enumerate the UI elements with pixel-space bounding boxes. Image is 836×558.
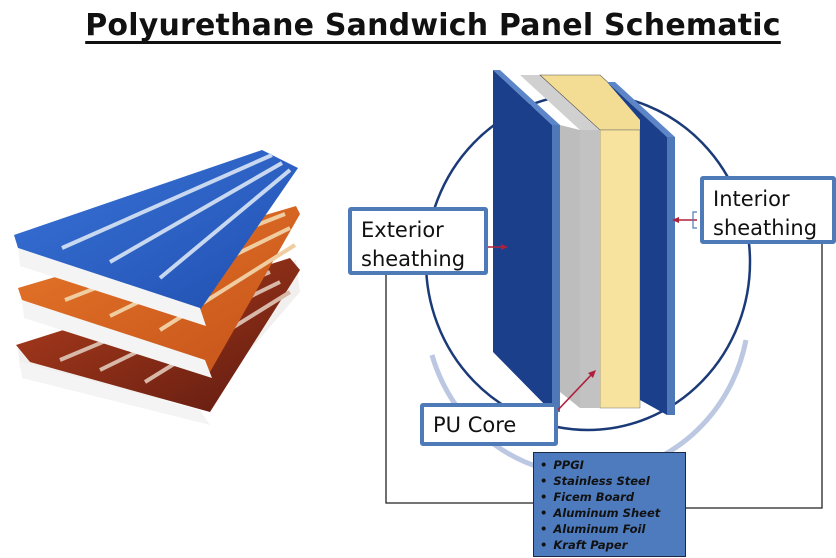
- pu-core-layer: [539, 74, 661, 409]
- blue-panel: [14, 150, 298, 326]
- left-connector-line: [385, 270, 533, 504]
- pointer-arrows: [487, 211, 697, 413]
- label-line: Interior: [713, 187, 790, 211]
- material-item: Aluminum Sheet: [540, 505, 685, 521]
- material-item: Kraft Paper: [540, 537, 685, 553]
- sheathing-materials-list: PPGI Stainless Steel Ficem Board Aluminu…: [533, 452, 686, 557]
- label-line: PU Core: [433, 413, 517, 437]
- pu-core-label: PU Core: [420, 403, 558, 446]
- page-title: Polyurethane Sandwich Panel Schematic: [85, 8, 781, 43]
- label-line: sheathing: [713, 216, 818, 240]
- right-connector-line: [686, 240, 823, 509]
- material-item: Aluminum Foil: [540, 521, 685, 537]
- exterior-sheathing-layer: [493, 70, 560, 412]
- interior-sheathing-label: Interior sheathing: [700, 176, 836, 244]
- material-item: Stainless Steel: [540, 473, 685, 489]
- material-item: PPGI: [540, 457, 685, 473]
- foil-layer: [520, 75, 600, 408]
- label-line: Exterior: [361, 218, 444, 242]
- sandwich-panels-photo: [14, 150, 300, 425]
- exterior-sheathing-label: Exterior sheathing: [348, 207, 488, 275]
- material-item: Ficem Board: [540, 489, 685, 505]
- interior-sheathing-layer: [607, 82, 675, 415]
- label-line: sheathing: [361, 247, 466, 271]
